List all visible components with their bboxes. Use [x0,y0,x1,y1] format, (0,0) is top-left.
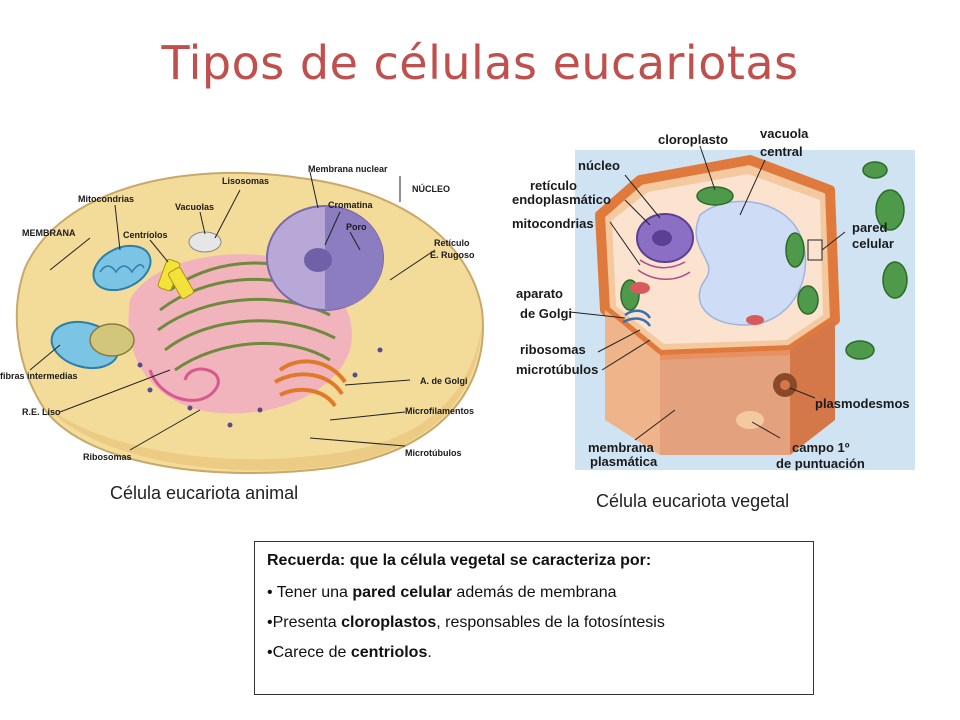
remember-item-bold: pared celular [352,584,452,601]
label-campo-1: campo 1º [792,440,850,455]
remember-item-text: además de membrana [451,584,617,601]
remember-item-cloroplastos: •Presenta cloroplastos, responsables de … [267,614,801,632]
label-nucleo: NÚCLEO [412,183,450,194]
label-lisosomas: Lisosomas [222,176,269,186]
animal-cell-diagram: MEMBRANA Mitocondrias Centríolos Vacuola… [0,164,484,475]
remember-item-bold: cloroplastos [341,614,437,631]
label-pared-1: pared [852,220,887,235]
bullet: • [267,644,273,661]
remember-item-text: , responsables de la fotosíntesis [436,614,665,631]
remember-item-bold: centriolos [350,644,428,661]
label-ribosomas-vegetal: ribosomas [520,342,586,357]
bullet: • [267,584,273,601]
label-reticulo-2-vegetal: endoplasmático [512,192,611,207]
label-membrana-1: membrana [588,440,655,455]
label-ribosomas: Ribosomas [83,452,132,462]
label-reticulo-1-vegetal: retículo [530,178,577,193]
remember-item-centriolos: •Carece de centriolos. [267,644,801,662]
label-vacuola-2: central [760,144,803,159]
label-vacuolas: Vacuolas [175,202,214,212]
label-aparato-2: de Golgi [520,306,572,321]
label-reticulo-1: Retículo [434,238,470,248]
animal-leader-lines [29,171,436,451]
label-microtubulos-vegetal: microtúbulos [516,362,598,377]
label-pared-2: celular [852,236,894,251]
label-poro: Poro [346,222,367,232]
label-vacuola-1: vacuola [760,126,809,141]
label-fibras-intermedias: fibras intermedias [0,371,78,381]
label-cloroplasto: cloroplasto [658,132,728,147]
plant-cell-illustration [575,150,915,470]
label-aparato-1: aparato [516,286,563,301]
remember-heading: Recuerda: que la célula vegetal se carac… [267,552,652,569]
remember-item-text: . [427,644,432,661]
label-membrana-nuclear: Membrana nuclear [308,164,388,174]
label-mitocondrias-vegetal: mitocondrias [512,216,594,231]
label-reticulo-2: E. Rugoso [430,250,475,260]
label-cromatina: Cromatina [328,200,374,210]
label-microtubulos: Microtúbulos [405,448,462,458]
label-membrana-2: plasmática [590,454,658,469]
label-membrana: MEMBRANA [22,228,76,238]
label-nucleo-vegetal: núcleo [578,158,620,173]
remember-item-text: Tener una [272,584,353,601]
label-campo-2: de puntuación [776,456,865,471]
plant-cell-diagram: cloroplasto vacuola central núcleo retíc… [512,126,915,471]
label-plasmodesmos: plasmodesmos [815,396,910,411]
label-centriolos: Centríolos [123,230,168,240]
plant-leader-lines [569,145,846,441]
page-title: Tipos de células eucariotas [161,36,799,90]
animal-cell-illustration [15,172,484,475]
caption-plant-cell: Célula eucariota vegetal [596,491,790,511]
remember-item-text: Carece de [272,644,351,661]
bullet: • [267,614,273,631]
remember-item-text: Presenta [272,614,342,631]
remember-box: Recuerda: que la célula vegetal se carac… [254,541,814,695]
label-mitocondrias: Mitocondrias [78,194,134,204]
label-golgi: A. de Golgi [420,376,468,386]
label-microfilamentos: Microfilamentos [405,406,474,416]
remember-item-pared: • Tener una pared celular además de memb… [267,584,801,602]
label-re-liso: R.E. Liso [22,407,61,417]
caption-animal-cell: Célula eucariota animal [110,483,299,503]
